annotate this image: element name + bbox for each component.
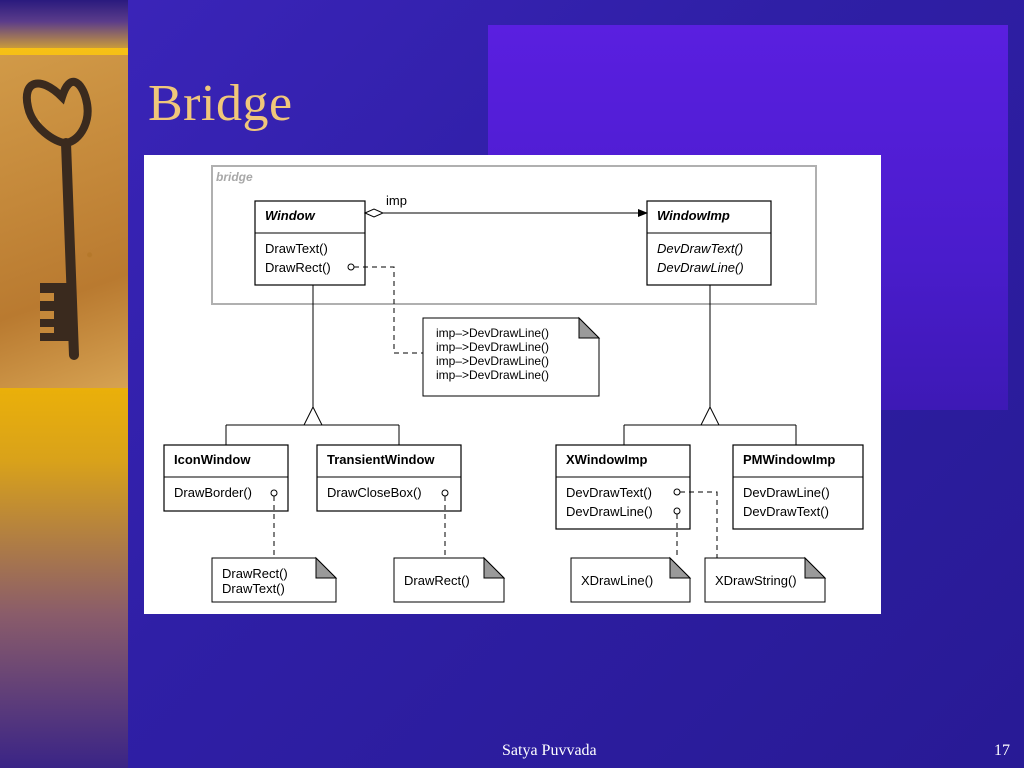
note-line: DrawRect()	[404, 573, 470, 588]
class-window-imp-name: WindowImp	[657, 208, 730, 223]
class-icon-window: IconWindow DrawBorder()	[163, 444, 289, 512]
note-line: imp–>DevDrawLine()	[436, 354, 549, 368]
class-transient-window-op: DrawCloseBox()	[327, 485, 422, 500]
footer-author: Satya Puvvada	[502, 742, 597, 759]
class-x-window-imp: XWindowImp DevDrawText() DevDrawLine()	[555, 444, 691, 530]
class-transient-window-name: TransientWindow	[327, 452, 435, 467]
class-pm-window-imp: PMWindowImp DevDrawLine() DevDrawText()	[732, 444, 864, 530]
class-x-window-imp-name: XWindowImp	[566, 452, 648, 467]
bridge-frame-label: bridge	[216, 170, 253, 184]
note-connector	[354, 266, 423, 354]
note-connector	[680, 491, 718, 558]
aggregation-diamond	[363, 208, 385, 218]
note-draw-rect-impl: imp–>DevDrawLine() imp–>DevDrawLine() im…	[422, 316, 601, 397]
note-anchor	[673, 507, 681, 515]
generalization-triangle	[303, 405, 323, 426]
class-icon-window-name: IconWindow	[174, 452, 251, 467]
note-draw-border-impl: DrawRect() DrawText()	[211, 556, 338, 603]
page-number: 17	[994, 742, 1010, 759]
class-x-window-imp-op: DevDrawText()	[566, 485, 652, 500]
class-window-name: Window	[265, 208, 316, 223]
uml-diagram: bridge Window DrawText() DrawRect() Wind…	[144, 155, 881, 614]
class-x-window-imp-op: DevDrawLine()	[566, 504, 653, 519]
class-pm-window-imp-op: DevDrawText()	[743, 504, 829, 519]
note-anchor	[347, 263, 355, 271]
note-line: DrawRect()	[222, 566, 288, 581]
class-icon-window-op: DrawBorder()	[174, 485, 252, 500]
class-pm-window-imp-name: PMWindowImp	[743, 452, 835, 467]
class-pm-window-imp-op: DevDrawLine()	[743, 485, 830, 500]
bridge-frame	[211, 165, 817, 305]
note-draw-close-box-impl: DrawRect()	[393, 556, 506, 603]
imp-association-label: imp	[386, 193, 407, 208]
note-x-draw-line-impl: XDrawLine()	[570, 556, 692, 603]
class-transient-window: TransientWindow DrawCloseBox()	[316, 444, 462, 512]
class-window-imp-op: DevDrawText()	[657, 241, 743, 256]
note-anchor	[441, 489, 449, 497]
note-line: XDrawString()	[715, 573, 797, 588]
note-anchor	[673, 488, 681, 496]
class-window-op: DrawText()	[265, 241, 328, 256]
class-window-imp-op: DevDrawLine()	[657, 260, 744, 275]
generalization-triangle	[700, 405, 720, 426]
key-image	[0, 55, 128, 388]
slide-title: Bridge	[148, 75, 293, 132]
class-window: Window DrawText() DrawRect()	[254, 200, 366, 286]
note-line: imp–>DevDrawLine()	[436, 340, 549, 354]
note-x-draw-string-impl: XDrawString()	[704, 556, 827, 603]
class-window-imp: WindowImp DevDrawText() DevDrawLine()	[646, 200, 772, 286]
note-line: DrawText()	[222, 581, 285, 596]
note-line: XDrawLine()	[581, 573, 653, 588]
note-anchor	[270, 489, 278, 497]
left-accent-bar-top	[0, 0, 128, 48]
class-window-op: DrawRect()	[265, 260, 331, 275]
note-line: imp–>DevDrawLine()	[436, 326, 549, 340]
note-line: imp–>DevDrawLine()	[436, 368, 549, 382]
